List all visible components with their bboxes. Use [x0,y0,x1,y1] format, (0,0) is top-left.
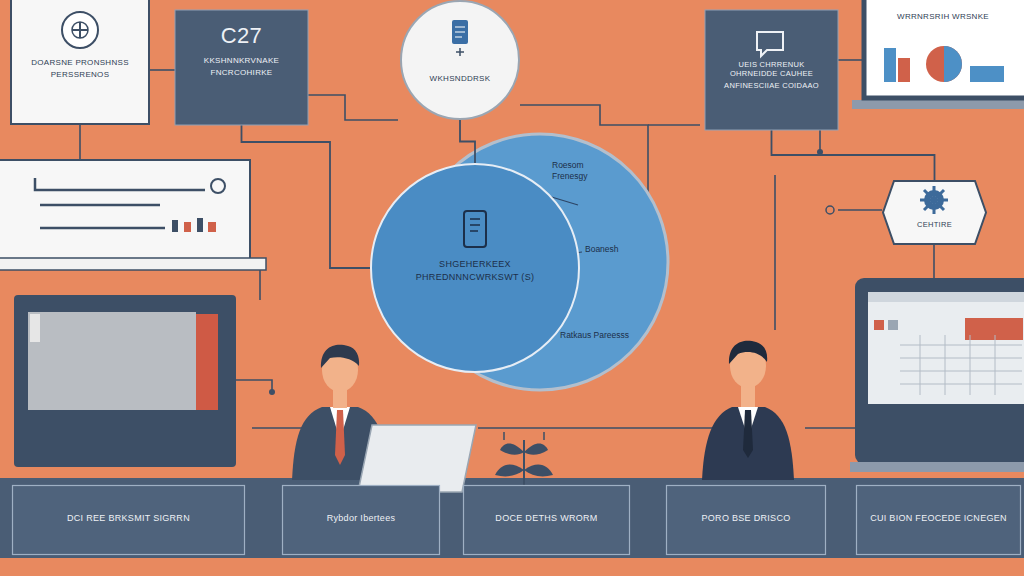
process-box: C27KKSHNNKRVNAKE FNCRCOHIRKE [175,10,308,125]
node-text: KKSHNNKRVNAKE [204,56,279,66]
node-icon [452,20,468,56]
bottom-box: PORO BSE DRISCO [666,485,826,555]
connector [242,125,371,268]
connector [460,120,475,163]
ring-label: Roesom Frenesgy [552,160,616,182]
node-text: FNCRCOHIRKE [211,68,273,78]
node-text: DOCE DETHS WRORM [495,513,597,524]
node-text: PHREDNNNCWRKSWT (S) [416,272,535,283]
process-box: UEIS CHRRENUK OHRNEIDDE CAUHEE ANFINESCII… [705,10,838,130]
bottom-box: DOCE DETHS WRORM [463,485,630,555]
node-text: UEIS CHRRENUK OHRNEIDDE CAUHEE [715,60,828,79]
node-text: CUI BION FEOCEDE ICNEGEN [870,513,1007,524]
monitor-left [14,295,236,467]
ring-label: Boanesh [585,244,645,255]
central-circle: SHGEHERKEEX PHREDNNNCWRKSWT (S) [370,163,580,373]
node-text: Rybdor Ibertees [327,513,396,524]
node-text: DCI REE BRKSMIT SIGRRN [67,513,190,524]
node-text: WRRNRSRIH WRSNKE [897,12,989,22]
bottom-box: Rybdor Ibertees [282,485,440,555]
info-card: DOARSNE PRONSHNSS PERSSRENOS [10,0,150,125]
monitor-screen: WRRNRSRIH WRSNKE [862,0,1024,100]
laptop-right [850,278,1024,472]
node-icon [464,211,486,247]
node-icon [62,12,98,48]
bottom-box: DCI REE BRKSMIT SIGRRN [12,485,245,555]
node-text: WKHSNDDRSK [430,74,491,84]
node-shape [400,0,520,120]
monitor-base [852,100,1024,109]
node-text: CEHTIRE [917,220,952,229]
node-text: DOARSNE PRONSHNSS [31,58,129,68]
node-text: ANFINESCIIAE COIDAAO [724,81,819,90]
bottom-band [0,478,1024,558]
person-right [702,341,794,480]
node-text: PORO BSE DRISCO [701,513,790,524]
node-shape [882,180,987,245]
gear-hexagon: CEHTIRE [882,180,987,245]
connector [772,130,935,180]
node-icon [884,46,1004,82]
box-symbol: C27 [221,22,262,50]
node-icon [757,32,783,56]
bottom-box: CUI BION FEOCEDE ICNEGEN [856,485,1021,555]
top-circle: WKHSNDDRSK [400,0,520,120]
plant [495,432,553,490]
ring-label: Ratkaus Pareesss [560,330,632,341]
node-text: SHGEHERKEEX [439,259,511,270]
node-text: PERSSRENOS [51,70,110,80]
browser-panel [0,160,266,270]
node-icon [920,186,948,214]
